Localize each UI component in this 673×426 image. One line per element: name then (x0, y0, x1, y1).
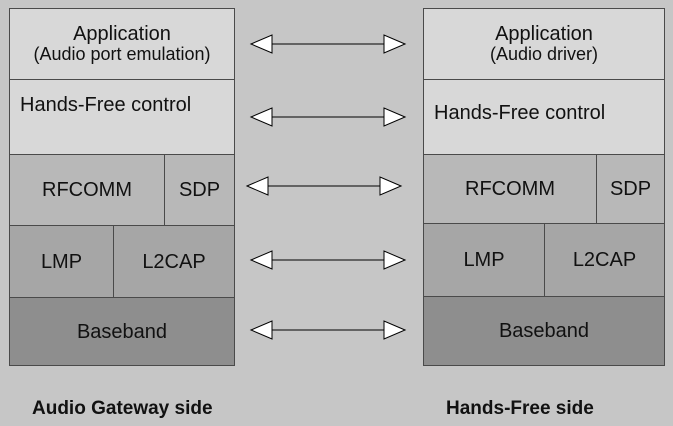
ag-application-layer: Application (Audio port emulation) (9, 8, 235, 80)
hf-l2cap-label: L2CAP (572, 249, 637, 271)
hf-application-layer: Application (Audio driver) (423, 8, 665, 80)
ag-l2cap-layer: L2CAP (113, 225, 235, 298)
arrow-lmp-l2cap (249, 250, 407, 270)
hf-lmp-layer: LMP (423, 223, 545, 297)
ag-lmp-layer: LMP (9, 225, 114, 298)
hf-rfcomm-label: RFCOMM (465, 178, 555, 200)
ag-baseband-label: Baseband (76, 320, 168, 343)
audio-gateway-side-label: Audio Gateway side (32, 398, 213, 419)
ag-sdp-label: SDP (178, 179, 221, 201)
arrow-hands-free-control (249, 107, 407, 127)
ag-sdp-layer: SDP (164, 154, 235, 226)
hf-sdp-label: SDP (609, 178, 652, 200)
hf-sdp-layer: SDP (596, 154, 665, 224)
hf-application-title: Application (495, 23, 593, 46)
hf-baseband-layer: Baseband (423, 296, 665, 366)
hf-rfcomm-layer: RFCOMM (423, 154, 597, 224)
ag-lmp-label: LMP (40, 250, 83, 273)
ag-l2cap-label: L2CAP (142, 250, 206, 273)
hf-hands-free-control-layer: Hands-Free control (423, 79, 665, 155)
ag-application-title: Application (73, 23, 171, 46)
hf-application-subtitle: (Audio driver) (489, 44, 599, 65)
hf-hands-free-control-label: Hands-Free control (434, 102, 606, 124)
arrow-baseband (249, 320, 407, 340)
hands-free-side-label: Hands-Free side (446, 398, 594, 419)
hf-l2cap-layer: L2CAP (544, 223, 665, 297)
arrow-rfcomm-sdp (245, 176, 403, 196)
hf-lmp-label: LMP (463, 249, 505, 271)
hf-baseband-label: Baseband (498, 320, 590, 342)
ag-hands-free-control-layer: Hands-Free control (9, 79, 235, 155)
arrow-application (249, 34, 407, 54)
ag-hands-free-control-label: Hands-Free control (20, 94, 192, 116)
ag-rfcomm-label: RFCOMM (42, 179, 132, 201)
ag-application-subtitle: (Audio port emulation) (33, 44, 211, 65)
ag-baseband-layer: Baseband (9, 297, 235, 366)
